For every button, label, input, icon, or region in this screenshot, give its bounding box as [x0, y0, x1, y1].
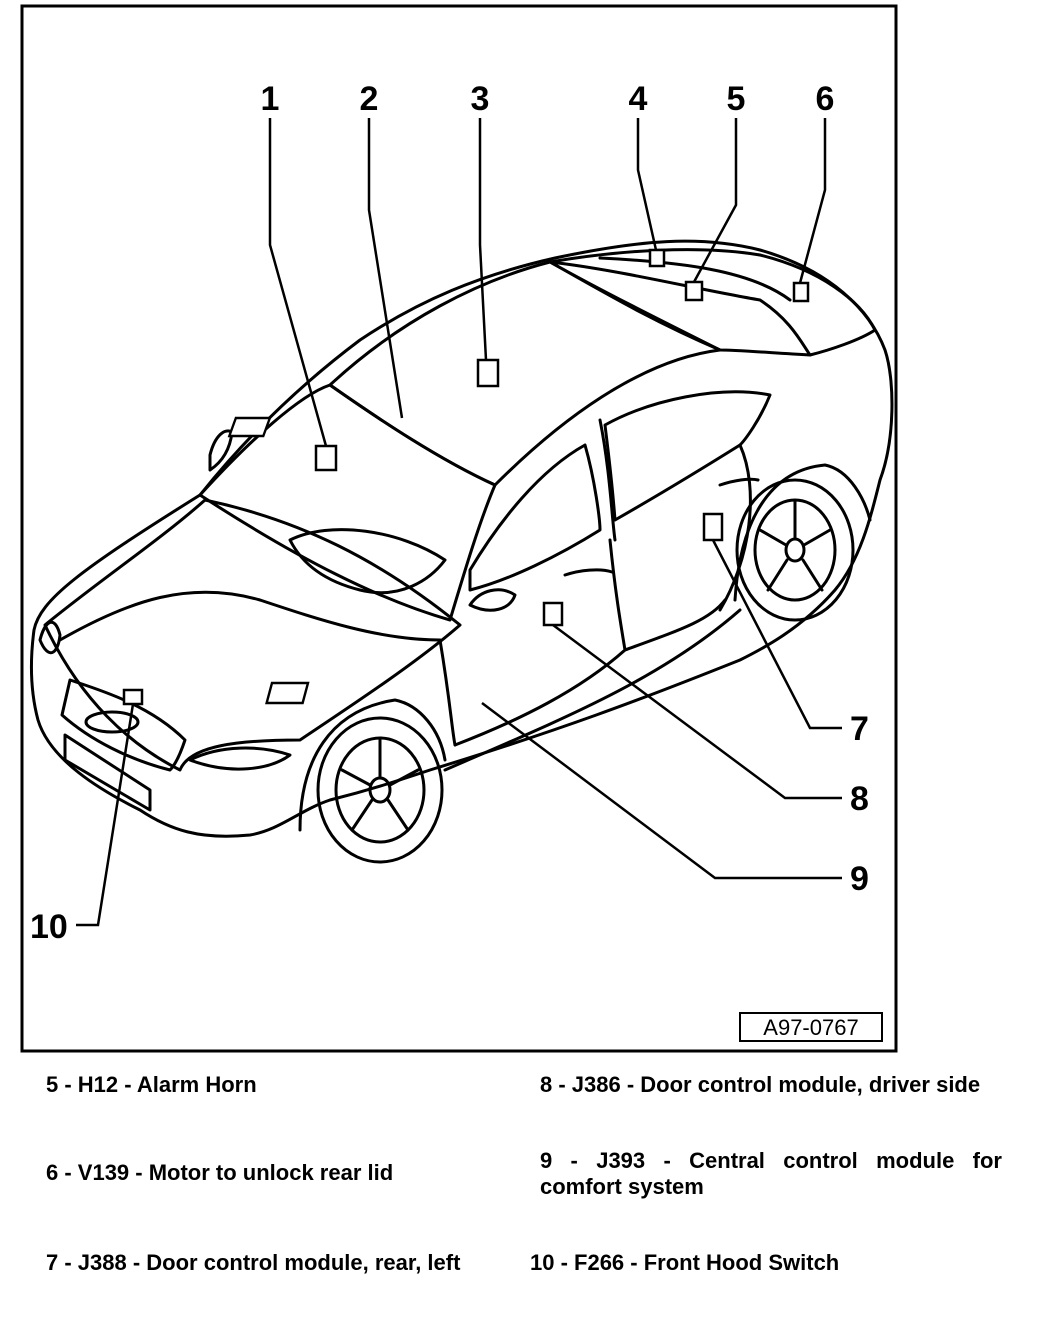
component-8	[542, 601, 564, 627]
leader-10	[76, 703, 135, 927]
car-illustration	[29, 239, 894, 864]
component-location-diagram: 1 2 3 4 5 6 7 8 9 10 A97-0767	[20, 4, 898, 1053]
leader-2	[367, 118, 404, 419]
component-markers	[122, 248, 810, 706]
reference-code: A97-0767	[763, 1015, 858, 1040]
component-4	[648, 248, 666, 268]
component-10	[122, 688, 144, 706]
reference-box	[739, 1012, 883, 1042]
legend-item-9: 9 - J393 - Central control module for co…	[540, 1148, 1002, 1199]
leader-1	[268, 118, 328, 447]
leader-7	[711, 539, 842, 730]
legend-item-8: 8 - J386 - Door control module, driver s…	[540, 1072, 981, 1097]
legend-item-7: 7 - J388 - Door control module, rear, le…	[46, 1250, 461, 1275]
legend-item-10: 10 - F266 - Front Hood Switch	[530, 1250, 840, 1275]
callout-10: 10	[30, 908, 68, 946]
callout-3: 3	[471, 80, 490, 118]
leader-3	[478, 118, 488, 361]
component-2	[227, 416, 272, 438]
callout-7: 7	[850, 710, 869, 748]
component-7	[702, 512, 724, 542]
callout-1: 1	[261, 80, 280, 118]
leader-4	[636, 118, 658, 251]
callout-9: 9	[850, 860, 869, 898]
callout-4: 4	[629, 80, 648, 118]
component-5	[684, 280, 704, 302]
leader-9	[481, 702, 842, 880]
component-6	[792, 281, 810, 303]
callout-5: 5	[727, 80, 746, 118]
component-3	[476, 358, 500, 388]
diagram-frame	[20, 4, 898, 1053]
callout-2: 2	[360, 80, 379, 118]
component-1	[314, 444, 338, 472]
legend-item-6: 6 - V139 - Motor to unlock rear lid	[46, 1160, 394, 1185]
leader-8	[552, 623, 842, 800]
callout-6: 6	[816, 80, 835, 118]
callout-numbers: 1 2 3 4 5 6 7 8 9 10	[30, 80, 869, 946]
callout-8: 8	[850, 780, 869, 818]
component-9	[265, 681, 310, 705]
legend-item-5: 5 - H12 - Alarm Horn	[46, 1072, 257, 1097]
leader-lines	[76, 118, 842, 927]
leader-6	[798, 118, 827, 284]
leader-5	[692, 118, 738, 283]
